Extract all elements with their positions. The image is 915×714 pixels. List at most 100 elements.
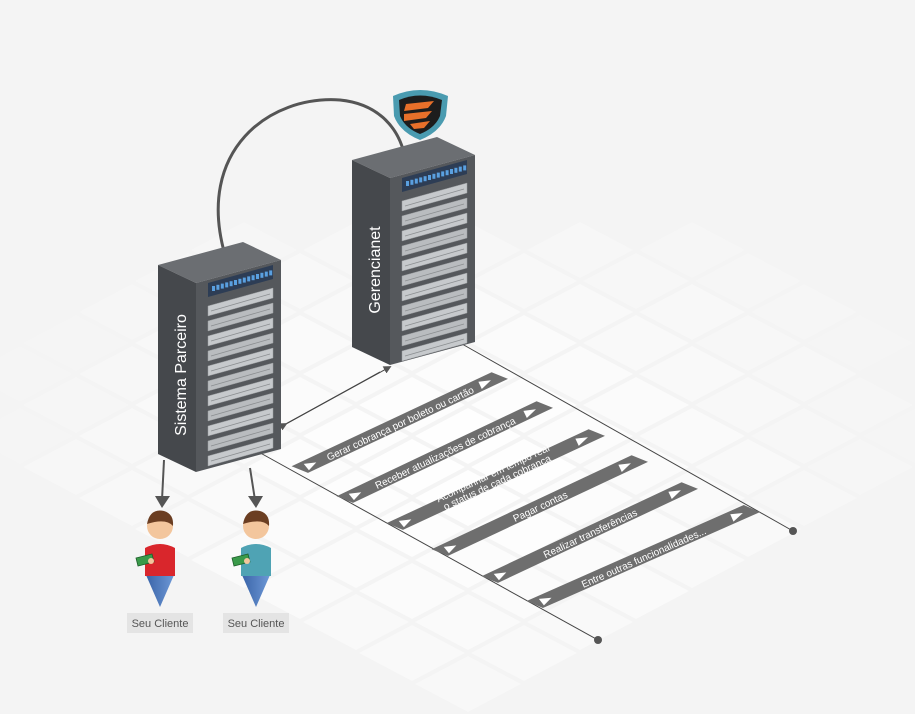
partner-rack-slots [207, 265, 274, 467]
client-legs [242, 575, 270, 607]
floor-tile [303, 594, 409, 650]
floor-tile [359, 377, 465, 433]
band-left-arrow-icon [538, 597, 552, 606]
baseline-end-dot [594, 636, 602, 644]
rack-unit [401, 302, 468, 332]
floor-tile [639, 470, 745, 526]
floor-tile [471, 501, 577, 557]
rack-unit-vent [210, 293, 271, 312]
rack-unit [207, 392, 274, 422]
rack-unit-vent [404, 263, 465, 282]
port-icon [419, 177, 423, 183]
rack-unit [401, 272, 468, 302]
floor-tile [191, 470, 297, 526]
client-hand [148, 558, 154, 564]
floor-tile [583, 377, 689, 433]
rack-unit-vent [210, 428, 271, 447]
port-icon [251, 275, 255, 281]
port-icon [436, 172, 440, 178]
band-left-arrow-icon [443, 545, 457, 554]
rack-unit [207, 302, 274, 332]
client-label-box [127, 613, 193, 633]
rack-unit-vent [210, 398, 271, 417]
floor-tile [359, 501, 465, 557]
band-body [386, 429, 605, 530]
port-icon [410, 179, 414, 185]
floor-tile [751, 284, 857, 340]
patch-panel [402, 160, 467, 192]
floor-tile [471, 625, 577, 681]
port-icon [269, 270, 273, 276]
floor-tile [527, 470, 633, 526]
port-icon [229, 281, 233, 287]
client-legs [146, 575, 174, 607]
client-label: Seu Cliente [228, 618, 285, 630]
floor-tile [807, 377, 913, 433]
port-icon [463, 165, 467, 171]
rack-unit [207, 422, 274, 452]
arrow-to-client-2 [249, 467, 256, 501]
clients: Seu Cliente Seu Cliente [127, 510, 289, 633]
floor-tile [695, 315, 801, 371]
floor-tile [527, 346, 633, 402]
rack-unit-vent [404, 293, 465, 312]
floor-tile [807, 439, 913, 495]
floor-tile [415, 594, 521, 650]
band-right-arrow-icon [668, 490, 681, 499]
floor-tile [583, 253, 689, 309]
floor-tile [807, 315, 913, 371]
rack-unit-vent [404, 233, 465, 252]
band-body [526, 505, 760, 609]
rack-unit-vent [210, 338, 271, 357]
band-right-arrow-icon [618, 463, 631, 472]
client-label: Seu Cliente [132, 618, 189, 630]
rack-unit [207, 317, 274, 347]
floor-tile [247, 563, 353, 619]
port-icon [450, 169, 453, 174]
port-icon [414, 178, 418, 184]
client-torso [241, 544, 271, 576]
client-hair [243, 510, 270, 526]
rack-unit [207, 347, 274, 377]
connection-lines [254, 339, 797, 644]
port-icon [428, 175, 431, 180]
rack-unit [401, 182, 468, 212]
rack-unit-vent [210, 383, 271, 402]
floor-tile [639, 284, 745, 340]
rack-unit [207, 377, 274, 407]
floor-tile [639, 408, 745, 464]
floor-tile [471, 253, 577, 309]
band-body [481, 482, 698, 583]
front-baseline [254, 449, 599, 641]
port-icon [212, 286, 215, 291]
rack-unit-vent [404, 308, 465, 327]
band-right-arrow-icon [478, 380, 491, 389]
floor-tile [695, 439, 801, 495]
rack-unit [207, 362, 274, 392]
port-icon [256, 274, 259, 279]
rack-unit [207, 287, 274, 317]
client-torso [145, 544, 175, 576]
floor-tile [751, 408, 857, 464]
rack-unit [401, 332, 468, 362]
band-right-arrow-icon [730, 513, 743, 522]
arrowhead-client-2 [248, 496, 263, 508]
floor-tile [23, 439, 129, 495]
floor-tile [0, 346, 73, 402]
floor-tile [639, 222, 745, 278]
gateway-to-partner-line [278, 371, 381, 431]
band-right-arrow-icon [575, 437, 588, 446]
port-icon [220, 283, 224, 289]
rack-unit-vent [404, 218, 465, 237]
band-body [431, 455, 648, 556]
rack-unit [401, 227, 468, 257]
rack-unit [401, 317, 468, 347]
floor-tile [639, 346, 745, 402]
floor-tile [247, 501, 353, 557]
rack-unit-vent [210, 308, 271, 327]
client-hair [147, 510, 174, 526]
arrowhead-client-1 [155, 496, 170, 508]
rack-unit-vent [404, 248, 465, 267]
